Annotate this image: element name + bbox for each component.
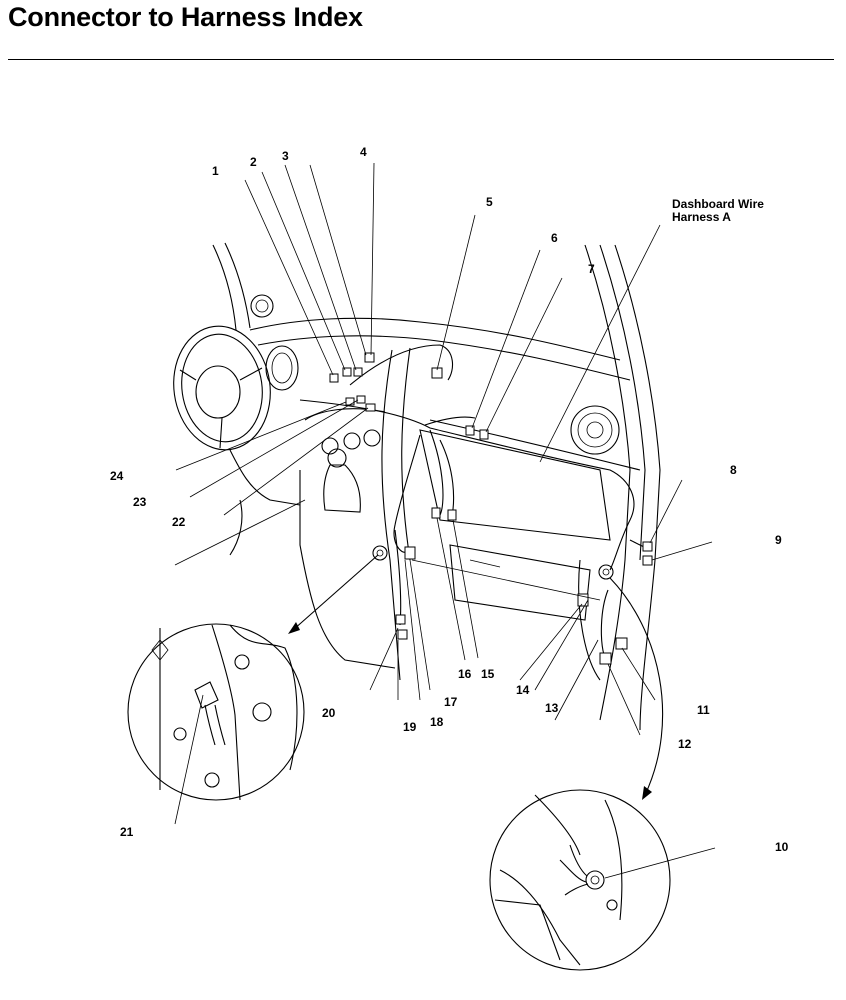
callout-7: 7: [588, 262, 595, 276]
callout-13: 13: [545, 701, 559, 715]
callout-9: 9: [775, 533, 782, 547]
callout-24: 24: [110, 469, 124, 483]
callout-6: 6: [551, 231, 558, 245]
callout-1: 1: [212, 164, 219, 178]
detail-circle-left: [127, 623, 305, 825]
callout-5: 5: [486, 195, 493, 209]
callout-18: 18: [430, 715, 444, 729]
callout-16: 16: [458, 667, 472, 681]
callout-2: 2: [250, 155, 257, 169]
callout-23: 23: [133, 495, 147, 509]
callout-11: 11: [697, 703, 710, 717]
callout-15: 15: [481, 667, 495, 681]
callout-17: 17: [444, 695, 458, 709]
callout-22: 22: [172, 515, 186, 529]
title-divider: [8, 59, 834, 60]
detail-circle-right: [489, 789, 716, 971]
page-title: Connector to Harness Index: [8, 2, 363, 32]
callout-21: 21: [120, 825, 134, 839]
harness-label-line1: Dashboard Wire: [672, 197, 764, 211]
callout-3: 3: [282, 149, 289, 163]
leader-lines: [174, 162, 713, 736]
callout-12: 12: [678, 737, 692, 751]
callout-8: 8: [730, 463, 737, 477]
harness-label-line2: Harness A: [672, 210, 731, 224]
callout-19: 19: [403, 720, 417, 734]
callout-labels: 1 2 3 4 5 6 7 8 9 10 11 12 13 14 15 16 1…: [110, 145, 789, 854]
callout-4: 4: [360, 145, 367, 159]
connectors: [329, 352, 653, 665]
detail-arrows: [288, 554, 664, 800]
callout-14: 14: [516, 683, 530, 697]
callout-20: 20: [322, 706, 336, 720]
dashboard-drawing: [173, 242, 661, 731]
callout-10: 10: [775, 840, 789, 854]
